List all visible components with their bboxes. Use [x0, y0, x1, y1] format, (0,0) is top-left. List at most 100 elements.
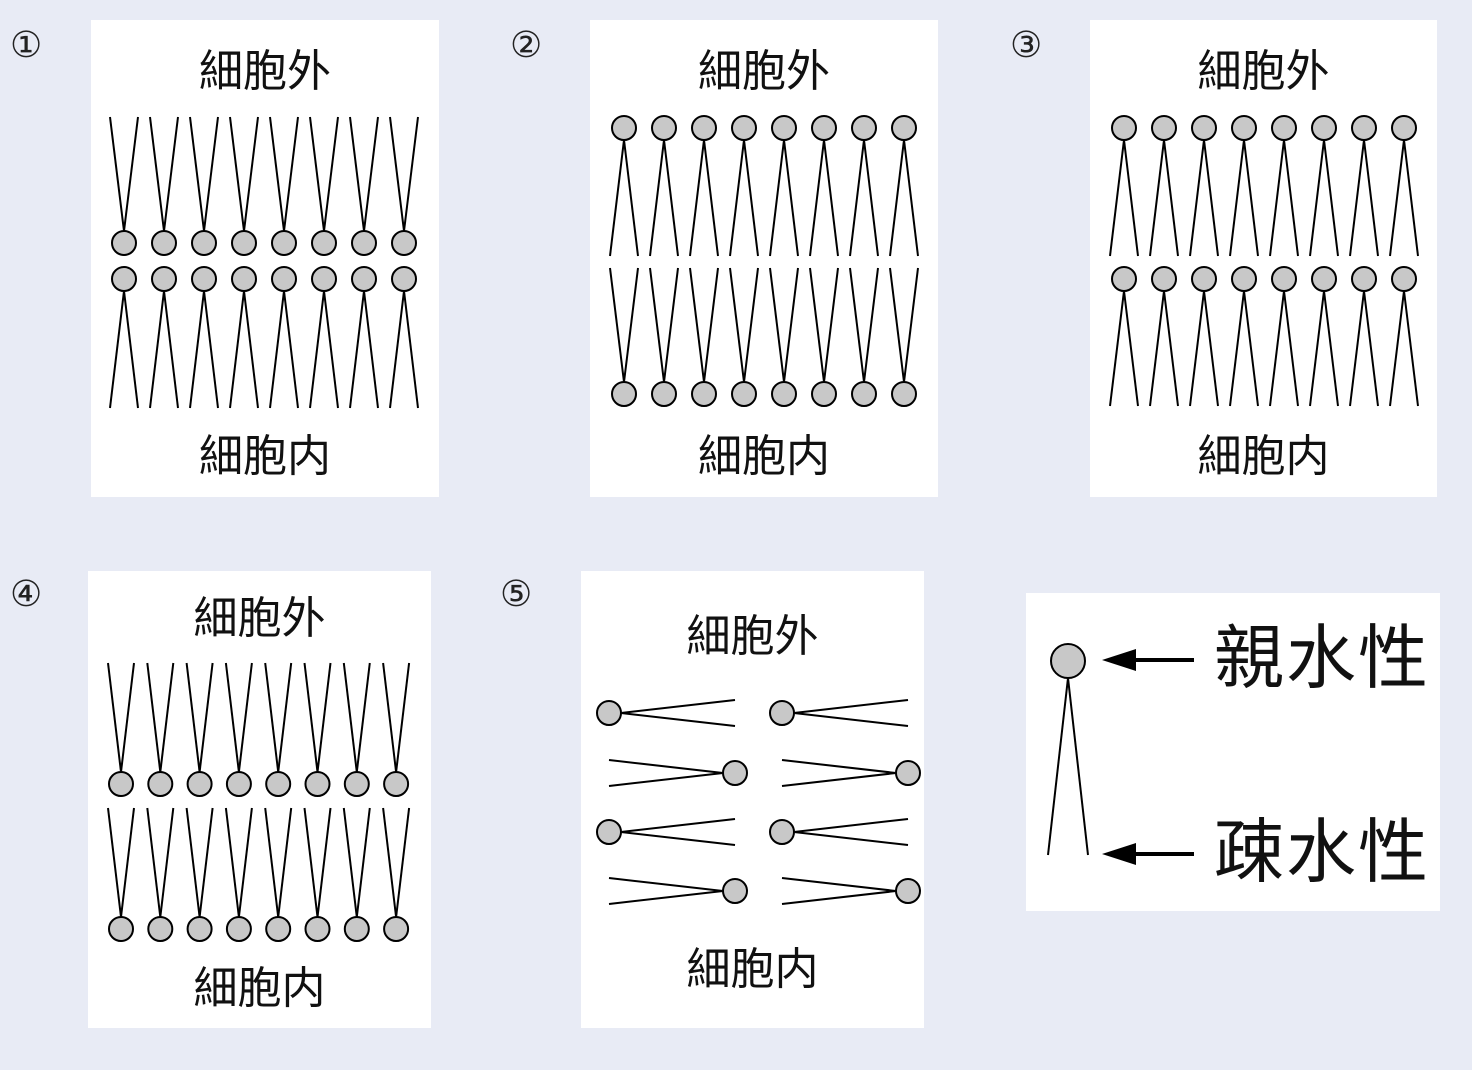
lipid-head — [111, 266, 137, 292]
lipid-tail — [123, 116, 139, 232]
lipid-head — [1151, 115, 1177, 141]
lipid-tail — [1309, 290, 1325, 407]
lipid-tail — [769, 139, 785, 257]
lipid-head — [1050, 643, 1086, 679]
lipid-tail — [355, 662, 371, 773]
lipid-tail — [403, 290, 419, 409]
lipid-tail — [149, 290, 165, 409]
lipid-head — [1231, 266, 1257, 292]
lipid-tail — [1269, 139, 1285, 257]
lipid-tail — [283, 116, 299, 232]
lipid-head — [1111, 115, 1137, 141]
lipid-tail — [903, 139, 919, 257]
lipid-tail — [620, 712, 736, 727]
lipid-tail — [743, 267, 759, 383]
lipid-tail — [1189, 139, 1205, 257]
lipid-tail — [395, 807, 411, 918]
lipid-tail — [793, 831, 909, 846]
lipid-tail — [1349, 139, 1365, 257]
lipid-tail — [363, 116, 379, 232]
lipid-tail — [781, 772, 897, 787]
lipid-tail — [1243, 139, 1259, 257]
lipid-tail — [229, 290, 245, 409]
lipid-tail — [159, 662, 175, 773]
legend-drawing — [1047, 643, 1194, 865]
lipid-tail — [793, 818, 909, 833]
lipid-tail — [1403, 139, 1419, 257]
lipid-tail — [608, 772, 724, 787]
lipid-tail — [823, 267, 839, 383]
lipid-tail — [849, 139, 865, 257]
lipid-tail — [159, 807, 175, 918]
lipid-tail — [781, 877, 897, 892]
lipid-head — [265, 916, 292, 942]
lipid-tail — [1283, 290, 1299, 407]
lipid-head — [311, 266, 337, 292]
lipid-head — [108, 916, 134, 942]
lipid-tail — [389, 290, 405, 409]
lipid-tail — [1309, 139, 1325, 257]
lipid-tail — [1203, 290, 1219, 407]
lipid-tail — [403, 116, 419, 232]
lipid-tail — [382, 662, 398, 773]
inside-label: 細胞内 — [193, 963, 326, 1014]
lipid-tail — [1283, 139, 1299, 257]
lipid-tail — [793, 712, 909, 727]
lipid-tail — [146, 662, 162, 773]
lipid-tail — [889, 267, 905, 383]
lipid-head — [691, 115, 717, 141]
lipid-tail — [342, 807, 358, 918]
lipid-tail — [149, 116, 165, 232]
lipid-head — [351, 266, 377, 292]
lipid-tail — [1189, 290, 1205, 407]
inside-label: 細胞内 — [1197, 431, 1330, 482]
lipid-head — [191, 230, 217, 256]
lipid-head — [722, 878, 748, 904]
lipid-head — [771, 115, 797, 141]
option-number-1: ① — [10, 25, 43, 66]
lipid-tail — [163, 290, 179, 409]
lipid-tail — [277, 807, 293, 918]
legend: 親水性 疎水性 — [1026, 593, 1440, 911]
lipid-tail — [342, 662, 358, 773]
lipid-head — [1391, 115, 1417, 141]
outside-label: 細胞外 — [199, 46, 331, 97]
lipid-head — [231, 266, 257, 292]
lipid-head — [108, 771, 134, 797]
lipid-tail — [849, 267, 865, 383]
outside-label: 細胞外 — [686, 611, 819, 662]
lipid-head — [304, 771, 331, 797]
lipid-head — [391, 266, 417, 292]
lipid-tail — [1163, 139, 1179, 257]
lipid-head — [151, 266, 177, 292]
lipid-head — [851, 115, 877, 141]
outside-label: 細胞外 — [698, 46, 830, 97]
lipid-head — [1311, 266, 1337, 292]
lipid-tail — [309, 290, 325, 409]
lipid-tail — [189, 116, 205, 232]
lipid-tail — [316, 807, 332, 918]
lipid-head — [895, 878, 921, 904]
lipid-tail — [1323, 290, 1339, 407]
option-number-2: ② — [510, 25, 543, 66]
lipid-tail — [620, 831, 736, 846]
lipid-tail — [349, 116, 365, 232]
lipid-head — [895, 760, 921, 786]
lipid-tail — [1403, 290, 1419, 407]
lipid-tail — [363, 290, 379, 409]
lipid-tail — [1269, 290, 1285, 407]
lipid-tail — [264, 807, 280, 918]
lipid-head — [769, 819, 795, 845]
lipid-head — [186, 771, 213, 797]
lipid-head — [891, 115, 917, 141]
lipid-head — [1351, 115, 1377, 141]
lipid-tail — [303, 662, 319, 773]
membrane-diagram-5: 細胞外 細胞内 — [581, 571, 924, 1028]
lipid-tail — [783, 139, 799, 257]
lipid-head — [1231, 115, 1257, 141]
lipid-head — [265, 771, 292, 797]
lipid-head — [691, 381, 717, 407]
lipid-tail — [237, 662, 253, 773]
lipid-tail — [283, 290, 299, 409]
lipid-tail — [355, 807, 371, 918]
